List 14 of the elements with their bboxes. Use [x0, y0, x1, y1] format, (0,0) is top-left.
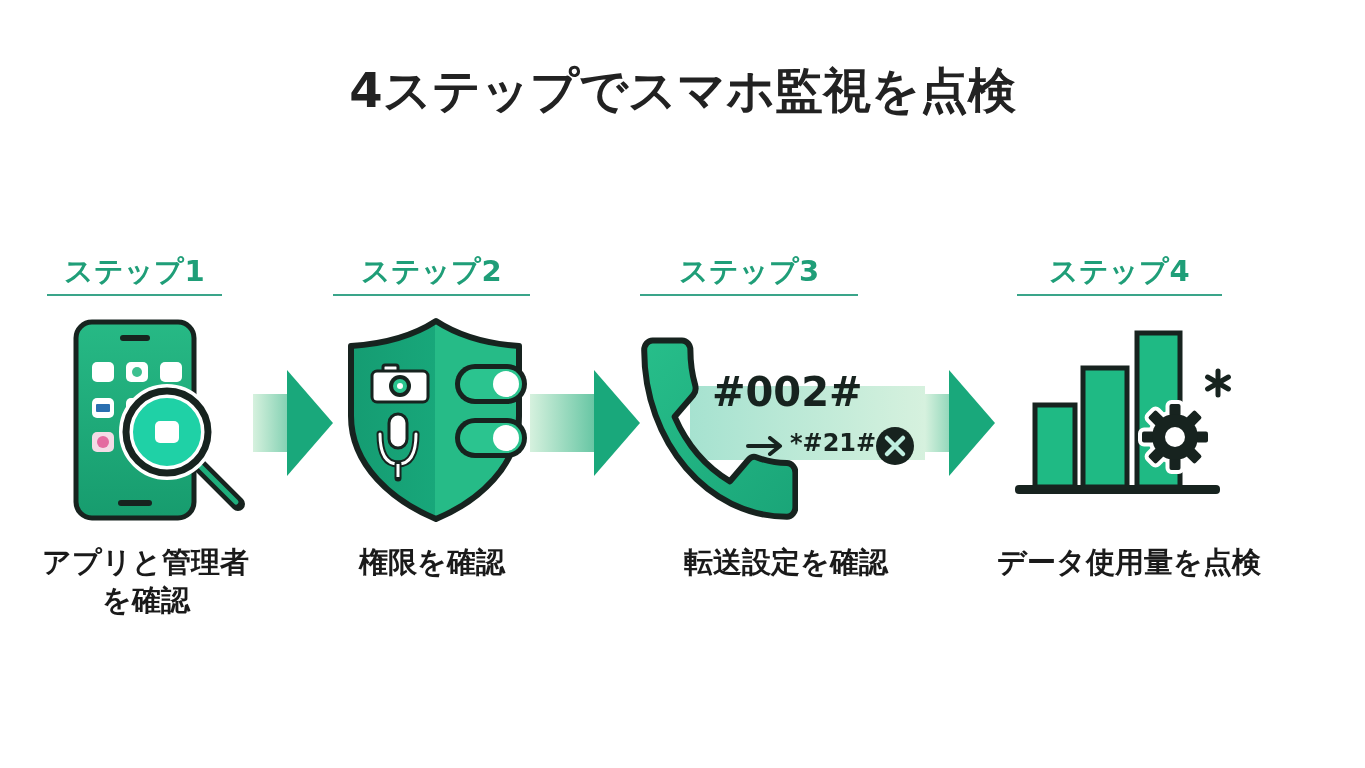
- arrow: [530, 370, 640, 476]
- step-heading: ステップ3: [640, 250, 858, 296]
- step-caption: 権限を確認: [357, 544, 507, 581]
- step-caption: データ使用量を点検: [996, 544, 1262, 581]
- title: 4ステップでスマホ監視を点検: [349, 61, 1016, 120]
- step-heading: ステップ4: [1017, 250, 1222, 296]
- arrow: [253, 370, 333, 476]
- dial-code: *#21#: [790, 430, 877, 457]
- step-heading: ステップ2: [333, 250, 530, 296]
- step-caption: アプリと管理者を確認: [41, 544, 250, 619]
- step-caption: 転送設定を確認: [682, 544, 890, 581]
- arrow: [925, 370, 995, 476]
- step-heading: ステップ1: [47, 250, 222, 296]
- dial-code: #002#: [712, 370, 863, 414]
